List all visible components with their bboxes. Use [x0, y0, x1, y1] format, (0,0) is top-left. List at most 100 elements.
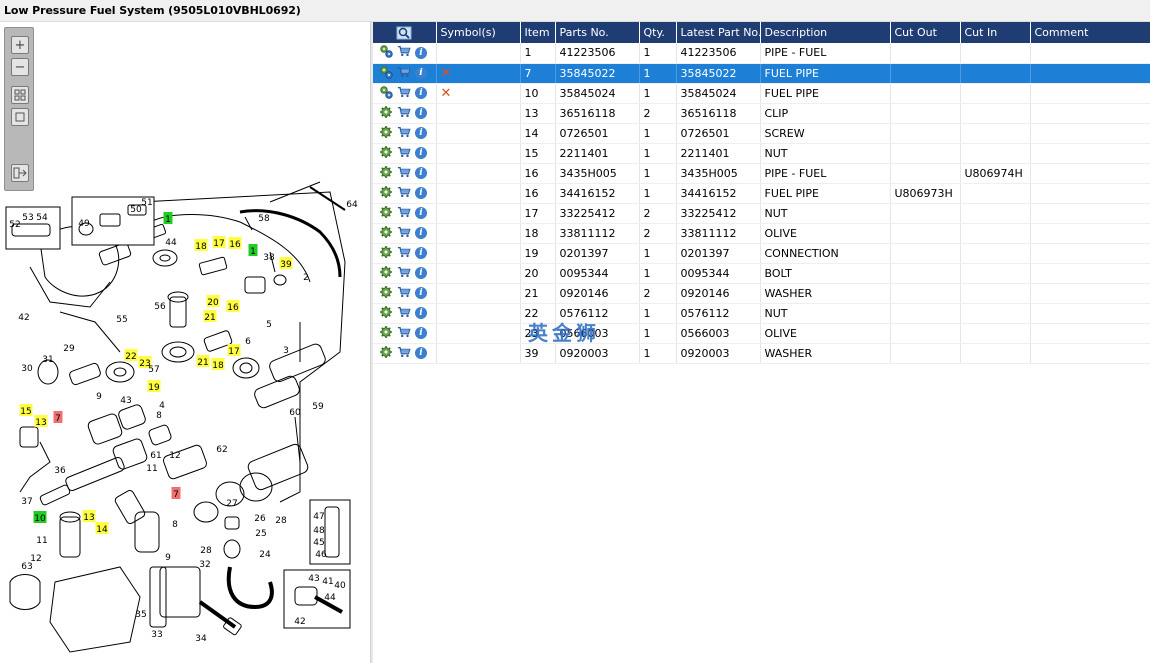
- column-header-latest-part-no[interactable]: Latest Part No.: [676, 22, 761, 43]
- column-header-description[interactable]: Description: [760, 22, 891, 43]
- row-link-button[interactable]: [379, 265, 393, 282]
- info-icon[interactable]: i: [415, 267, 427, 279]
- fit-all-button[interactable]: [11, 86, 29, 104]
- callout-number[interactable]: 22: [125, 352, 136, 362]
- info-icon[interactable]: i: [415, 327, 427, 339]
- info-icon[interactable]: i: [415, 167, 427, 179]
- pane-splitter[interactable]: [370, 22, 373, 663]
- add-to-cart-button[interactable]: [397, 65, 411, 82]
- row-link-button[interactable]: [379, 205, 393, 222]
- callout-number[interactable]: 21: [204, 313, 215, 323]
- column-header-symbol-s[interactable]: Symbol(s): [436, 22, 521, 43]
- callout-number[interactable]: 1: [165, 215, 171, 225]
- callout-number[interactable]: 14: [96, 525, 108, 535]
- column-header-item[interactable]: Item: [520, 22, 556, 43]
- column-header-qty[interactable]: Qty.: [639, 22, 677, 43]
- add-to-cart-button[interactable]: [397, 225, 411, 242]
- column-header-cut-out[interactable]: Cut Out: [890, 22, 961, 43]
- info-icon[interactable]: i: [415, 247, 427, 259]
- add-to-cart-button[interactable]: [397, 165, 411, 182]
- row-link-button[interactable]: [379, 65, 393, 82]
- column-header-icons[interactable]: [373, 22, 437, 43]
- column-header-parts-no[interactable]: Parts No.: [555, 22, 640, 43]
- callout-number[interactable]: 18: [212, 361, 224, 371]
- add-to-cart-button[interactable]: [397, 105, 411, 122]
- info-icon[interactable]: i: [415, 227, 427, 239]
- callout-number[interactable]: 10: [34, 514, 46, 524]
- callout-number[interactable]: 23: [139, 359, 150, 369]
- actual-size-button[interactable]: [11, 108, 29, 126]
- column-header-comment[interactable]: Comment: [1030, 22, 1150, 43]
- callout-number[interactable]: 13: [83, 513, 94, 523]
- row-link-button[interactable]: [379, 105, 393, 122]
- row-link-button[interactable]: [379, 185, 393, 202]
- row-link-button[interactable]: [379, 165, 393, 182]
- zoom-in-button[interactable]: +: [11, 36, 29, 54]
- row-link-button[interactable]: [379, 225, 393, 242]
- info-icon[interactable]: i: [415, 187, 427, 199]
- info-icon[interactable]: i: [415, 67, 427, 79]
- row-link-button[interactable]: [379, 85, 393, 102]
- callout-number[interactable]: 19: [148, 383, 160, 393]
- add-to-cart-button[interactable]: [397, 44, 411, 61]
- callout-number[interactable]: 16: [229, 240, 241, 250]
- add-to-cart-button[interactable]: [397, 325, 411, 342]
- callout-number[interactable]: 20: [207, 298, 219, 308]
- row-link-button[interactable]: [379, 245, 393, 262]
- callout-number[interactable]: 21: [197, 358, 208, 368]
- callout-number[interactable]: 16: [227, 303, 239, 313]
- add-to-cart-button[interactable]: [397, 305, 411, 322]
- callout-number[interactable]: 1: [250, 247, 256, 257]
- callout-number[interactable]: 7: [55, 414, 61, 424]
- add-to-cart-button[interactable]: [397, 185, 411, 202]
- add-to-cart-button[interactable]: [397, 245, 411, 262]
- add-to-cart-button[interactable]: [397, 85, 411, 102]
- info-icon[interactable]: i: [415, 107, 427, 119]
- callout-number[interactable]: 39: [280, 260, 292, 270]
- callout-number[interactable]: 18: [195, 242, 207, 252]
- info-icon[interactable]: i: [415, 87, 427, 99]
- zoom-out-button[interactable]: −: [11, 58, 29, 76]
- add-to-cart-button[interactable]: [397, 265, 411, 282]
- info-icon[interactable]: i: [415, 207, 427, 219]
- row-link-button[interactable]: [379, 285, 393, 302]
- row-link-button[interactable]: [379, 345, 393, 362]
- callout-number[interactable]: 13: [35, 418, 46, 428]
- add-to-cart-button[interactable]: [397, 125, 411, 142]
- add-to-cart-button[interactable]: [397, 145, 411, 162]
- add-to-cart-button[interactable]: [397, 205, 411, 222]
- callout-number[interactable]: 15: [20, 407, 31, 417]
- row-link-button[interactable]: [379, 145, 393, 162]
- info-icon[interactable]: i: [415, 127, 427, 139]
- row-link-button[interactable]: [379, 44, 393, 61]
- info-icon[interactable]: i: [415, 147, 427, 159]
- info-icon[interactable]: i: [415, 46, 427, 59]
- add-to-cart-button[interactable]: [397, 285, 411, 302]
- add-to-cart-button[interactable]: [397, 345, 411, 362]
- column-header-cut-in[interactable]: Cut In: [960, 22, 1031, 43]
- callout-number[interactable]: 17: [213, 239, 224, 249]
- info-icon[interactable]: i: [415, 307, 427, 319]
- info-icon[interactable]: i: [415, 287, 427, 299]
- row-link-button[interactable]: [379, 305, 393, 322]
- export-button[interactable]: [11, 164, 29, 182]
- callout-number[interactable]: 17: [228, 347, 239, 357]
